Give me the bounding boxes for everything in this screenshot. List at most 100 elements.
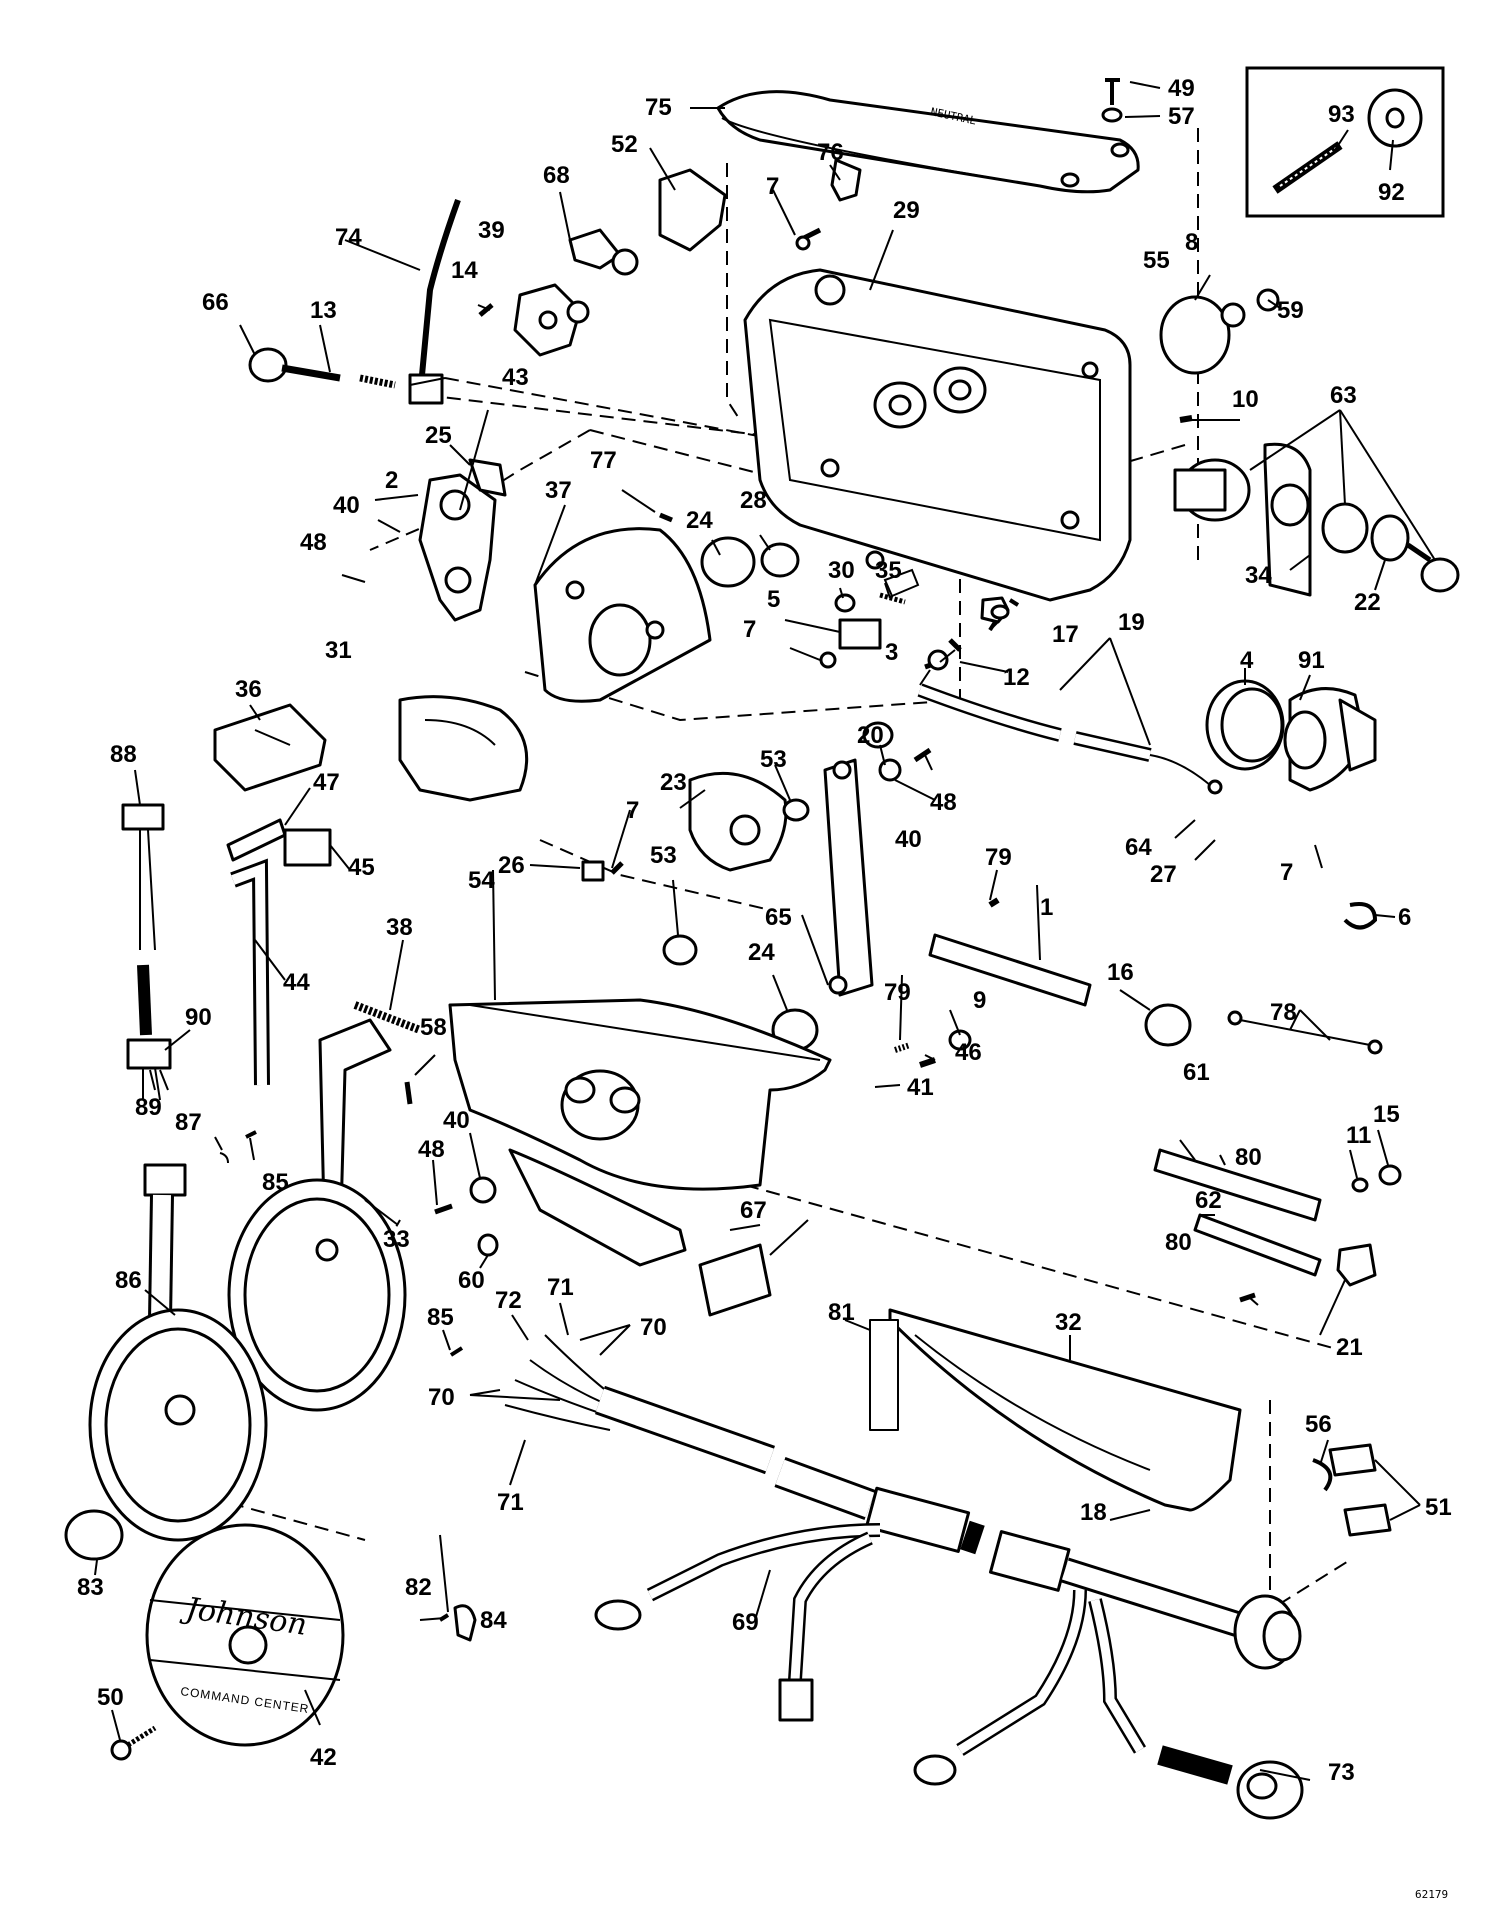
part-67-bracket [508,1148,772,1317]
callout-8: 8 [1185,229,1198,256]
part-84-clamp [438,1604,477,1642]
callout-49: 49 [1168,75,1195,102]
callout-24-top: 24 [686,507,713,534]
callout-79-top: 79 [985,844,1012,871]
part-2-bracket [418,458,507,622]
callout-59: 59 [1277,297,1304,324]
callout-38: 38 [386,914,413,941]
callout-76: 76 [817,139,844,166]
part-44-rod [226,818,332,1086]
part-54-cover [448,998,832,1191]
callout-24-mid: 24 [748,939,775,966]
part-83-plug [64,1509,124,1561]
callout-27: 27 [1150,861,1177,888]
callout-13: 13 [310,297,337,324]
callout-60: 60 [458,1267,485,1294]
callout-18: 18 [1080,1499,1107,1526]
part-36-cover [213,703,327,792]
figure-number: 62179 [1415,1888,1448,1901]
callout-7-top: 7 [766,173,779,200]
right-side-parts [865,288,1460,671]
callout-78: 78 [1270,999,1297,1026]
parts-56-51 [1312,1443,1392,1537]
callout-70-top: 70 [640,1314,667,1341]
callout-64: 64 [1125,834,1152,861]
callout-33: 33 [383,1226,410,1253]
callout-53-left: 53 [650,842,677,869]
part-50-screw [110,1725,157,1761]
callout-7-right: 7 [1280,859,1293,886]
callout-52: 52 [611,131,638,158]
callout-53-top: 53 [760,746,787,773]
callout-54: 54 [468,867,495,894]
callout-90: 90 [185,1004,212,1031]
part-24-bushing [659,512,906,669]
callout-3: 3 [885,639,898,666]
callout-2: 2 [385,467,398,494]
part-69-wiring-harness [504,1334,1304,1820]
callout-66: 66 [202,289,229,316]
callout-50: 50 [97,1684,124,1711]
callout-57: 57 [1168,103,1195,130]
callout-88: 88 [110,741,137,768]
callout-87: 87 [175,1109,202,1136]
callout-73: 73 [1328,1759,1355,1786]
callout-23: 23 [660,769,687,796]
part-42-cover: Johnson COMMAND CENTER [145,1523,345,1747]
callout-34: 34 [1245,562,1272,589]
callout-63: 63 [1330,382,1357,409]
callout-51: 51 [1425,1494,1452,1521]
callout-37: 37 [545,477,572,504]
part-29-housing [743,268,1132,602]
callout-92: 92 [1378,179,1405,206]
part-88-harness [121,803,172,1101]
inset-box [1245,66,1445,218]
callout-40-top: 40 [333,492,360,519]
callout-43: 43 [502,364,529,391]
callout-56: 56 [1305,1411,1332,1438]
part-78-wire [1227,1010,1383,1055]
left-small-hardware [219,1081,499,1357]
callout-25: 25 [425,422,452,449]
callout-91: 91 [1298,647,1325,674]
callout-40-mid: 40 [895,826,922,853]
part-75-lid: NEUTRAL [716,90,1140,194]
callout-11: 11 [1346,1122,1371,1149]
part-92-washer [1367,88,1423,148]
callout-7-left: 7 [626,797,639,824]
callout-41: 41 [907,1074,934,1101]
callout-16: 16 [1107,959,1134,986]
callout-22: 22 [1354,589,1381,616]
callout-83: 83 [77,1574,104,1601]
callout-29: 29 [893,197,920,224]
callout-80-top: 80 [1235,1144,1262,1171]
callout-86: 86 [115,1267,142,1294]
callout-67: 67 [740,1197,767,1224]
callout-30: 30 [828,557,855,584]
callout-12: 12 [1003,664,1030,691]
callout-74: 74 [335,224,362,251]
callout-68: 68 [543,162,570,189]
callout-71-bot: 71 [497,1489,524,1516]
callout-69: 69 [732,1609,759,1636]
callout-9: 9 [973,987,986,1014]
mid-linkage-parts [581,721,932,997]
callout-7-mid: 7 [743,616,756,643]
callout-14: 14 [451,257,478,284]
callout-17: 17 [1052,621,1079,648]
callout-28: 28 [740,487,767,514]
callout-89: 89 [135,1094,162,1121]
small-hardware-top [248,78,1123,405]
callout-5: 5 [767,586,780,613]
part-38-spring [353,1001,422,1034]
callout-93: 93 [1328,101,1355,128]
callout-20: 20 [857,722,884,749]
callout-39: 39 [478,217,505,244]
callout-6: 6 [1398,904,1411,931]
callout-81: 81 [828,1299,855,1326]
part-32-plate [869,1308,1242,1512]
part-31-gasket [398,695,529,802]
callout-61: 61 [1183,1059,1210,1086]
callout-45: 45 [348,854,375,881]
callout-46: 46 [955,1039,982,1066]
